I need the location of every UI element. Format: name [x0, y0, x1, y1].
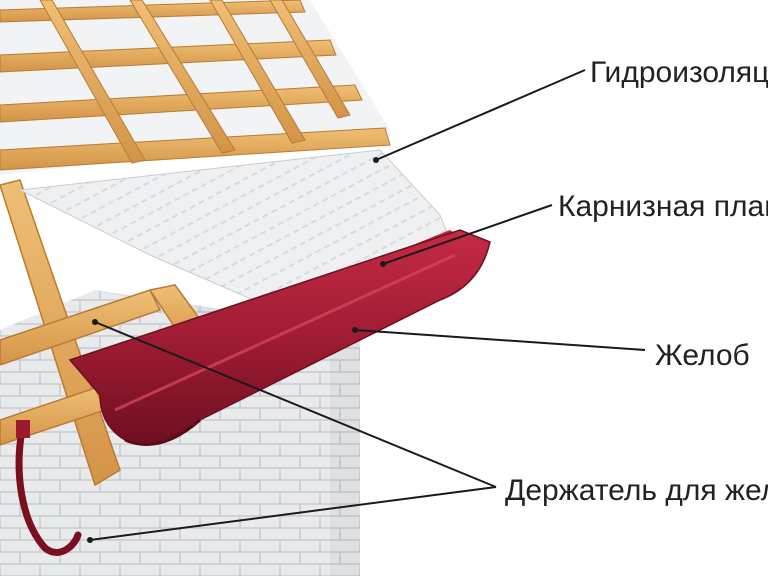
label-gutter-holder: Держатель для желоба: [505, 474, 768, 507]
roof-battens: [0, 0, 390, 175]
leader-waterproofing: [376, 70, 585, 160]
label-eaves-strip: Карнизная планка: [558, 190, 768, 223]
leader-gutter: [355, 330, 645, 350]
label-gutter: Желоб: [655, 339, 750, 372]
label-waterproofing: Гидроизоляция: [590, 56, 768, 89]
